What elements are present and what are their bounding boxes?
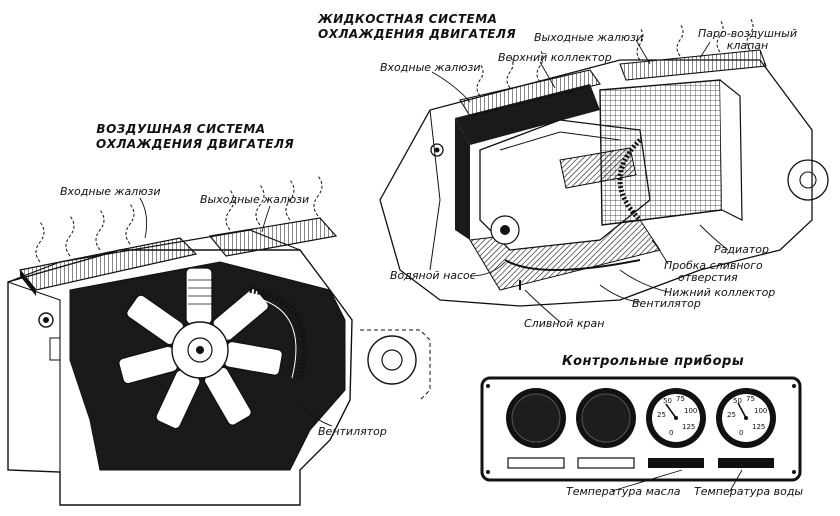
oil-gauge-tick-100: 100 xyxy=(684,407,698,415)
oil-gauge-tick-50: 50 xyxy=(663,397,672,405)
blank-gauge-1 xyxy=(506,388,566,448)
oil-gauge-tick-125: 125 xyxy=(682,423,696,431)
water-gauge-tick-50: 50 xyxy=(733,397,742,405)
drain-plug-line1: Пробка сливного xyxy=(664,259,763,272)
steam-air-valve-label: Паро-воздушный клапан xyxy=(698,28,797,52)
oil-gauge-tick-0: 0 xyxy=(669,429,674,437)
water-gauge-tick-25: 25 xyxy=(727,411,736,419)
liquid-title-line2: ОХЛАЖДЕНИЯ ДВИГАТЕЛЯ xyxy=(318,27,517,41)
lower-collector-label: Нижний коллектор xyxy=(664,286,776,299)
air-cooled-engine-illustration xyxy=(7,175,431,506)
drain-plug-line2: отверстия xyxy=(678,271,738,284)
oil-gauge-tick-25: 25 xyxy=(657,411,666,419)
upper-collector-label: Верхний коллектор xyxy=(498,51,612,64)
oil-temperature-gauge xyxy=(646,388,706,448)
air-system-title: ВОЗДУШНАЯ СИСТЕМА ОХЛАЖДЕНИЯ ДВИГАТЕЛЯ xyxy=(96,122,295,152)
water-temperature-gauge xyxy=(716,388,776,448)
water-temperature-label: Температура воды xyxy=(694,485,804,498)
radiator-label: Радиатор xyxy=(714,243,769,256)
steam-valve-line1: Паро-воздушный xyxy=(698,27,797,40)
liquid-system-title: ЖИДКОСТНАЯ СИСТЕМА ОХЛАЖДЕНИЯ ДВИГАТЕЛЯ xyxy=(318,12,517,42)
liquid-outlet-louvers-label: Выходные жалюзи xyxy=(534,31,644,44)
water-gauge-tick-100: 100 xyxy=(754,407,768,415)
leader-lines xyxy=(139,39,743,492)
liquid-inlet-louvers-label: Входные жалюзи xyxy=(380,61,481,74)
air-title-line2: ОХЛАЖДЕНИЯ ДВИГАТЕЛЯ xyxy=(96,137,295,151)
liquid-cooled-engine-illustration xyxy=(379,17,829,307)
water-gauge-tick-125: 125 xyxy=(752,423,766,431)
liquid-title-line1: ЖИДКОСТНАЯ СИСТЕМА xyxy=(318,12,498,26)
air-title-line1: ВОЗДУШНАЯ СИСТЕМА xyxy=(96,122,266,136)
blank-gauge-2 xyxy=(576,388,636,448)
instrument-panel xyxy=(480,376,802,482)
water-gauge-tick-75: 75 xyxy=(746,395,755,403)
air-outlet-louvers-label: Выходные жалюзи xyxy=(200,193,310,206)
drain-plug-label: Пробка сливного отверстия xyxy=(664,260,763,284)
steam-valve-line2: клапан xyxy=(726,39,769,52)
oil-temperature-label: Температура масла xyxy=(566,485,681,498)
air-inlet-louvers-label: Входные жалюзи xyxy=(60,185,161,198)
air-fan-label: Вентилятор xyxy=(318,425,387,438)
water-gauge-tick-0: 0 xyxy=(739,429,744,437)
instruments-title: Контрольные приборы xyxy=(562,354,745,369)
water-pump-label: Водяной насос xyxy=(390,269,476,282)
liquid-fan-label: Вентилятор xyxy=(632,297,701,310)
oil-gauge-tick-75: 75 xyxy=(676,395,685,403)
drain-cock-label: Сливной кран xyxy=(524,317,605,330)
